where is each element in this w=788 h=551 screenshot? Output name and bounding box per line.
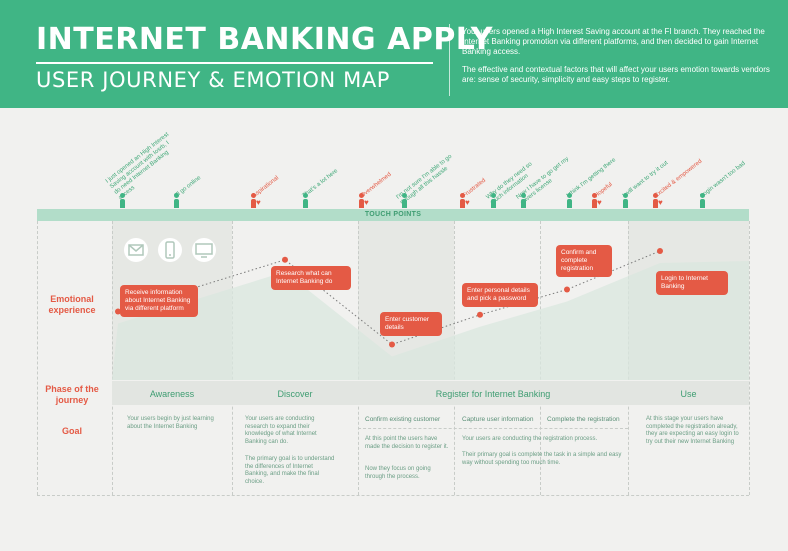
- user-figure: [621, 193, 630, 208]
- emotion-callout: Login to Internet Banking: [656, 271, 728, 295]
- user-figure: [565, 193, 574, 208]
- heart-icon: ♥: [597, 198, 602, 207]
- phase-register: Register for Internet Banking: [435, 389, 551, 399]
- heart-icon: ♥: [256, 198, 261, 207]
- user-figure: [651, 193, 660, 208]
- page-title: INTERNET BANKING APPLY: [36, 22, 493, 57]
- emotion-callout: Enter customer details: [380, 312, 442, 336]
- touch-points-label: TOUCH POINTS: [364, 211, 422, 218]
- emotion-callout: Enter personal details and pick a passwo…: [462, 283, 538, 307]
- heart-icon: ♥: [364, 198, 369, 207]
- user-figure: [301, 193, 310, 208]
- user-figure: [249, 193, 258, 208]
- envelope-icon: [124, 238, 148, 262]
- subphase-capture: Capture user information: [462, 416, 534, 423]
- goal-awareness: Your users begin by just learning about …: [127, 416, 214, 430]
- goal-register-a2: Now they focus on going through the proc…: [365, 466, 431, 480]
- emotion-point: [564, 286, 570, 293]
- goal-use: At this stage your users have completed …: [646, 416, 739, 445]
- emotion-point: [389, 341, 395, 348]
- description-paragraph-2: The effective and contextual factors tha…: [462, 65, 770, 84]
- emotion-point: [657, 248, 663, 254]
- user-figure: [118, 193, 127, 208]
- phase-bar: [112, 381, 749, 405]
- emotion-point: [115, 308, 121, 315]
- subphase-complete: Complete the registration: [547, 416, 620, 423]
- emotion-point: [477, 311, 483, 318]
- phase-of-journey-label: Phase of the journey: [45, 384, 99, 405]
- emotion-callout: Research what can Internet Banking do: [271, 266, 351, 290]
- emotion-area: [112, 261, 749, 380]
- grid-line: [37, 495, 749, 496]
- goal-register-b2: Their primary goal is complete the task …: [462, 452, 622, 466]
- subphase-confirm: Confirm existing customer: [365, 416, 441, 423]
- smartphone-icon: [158, 238, 182, 262]
- header-banner: INTERNET BANKING APPLY USER JOURNEY & EM…: [0, 0, 788, 108]
- user-figure: [519, 193, 528, 208]
- goal-discover-1: Your users are conducting research to ex…: [245, 416, 317, 445]
- user-figure: [400, 193, 409, 208]
- goal-register-b1: Your users are conducting the registrati…: [462, 436, 598, 442]
- phase-use: Use: [680, 389, 697, 399]
- grid-line: [358, 428, 628, 429]
- goal-discover-2: The primary goal is to understand the di…: [245, 456, 335, 485]
- header-description: Your users opened a High Interest Saving…: [462, 27, 780, 85]
- phase-awareness: Awareness: [149, 389, 195, 399]
- user-figure: [590, 193, 599, 208]
- user-figure: [172, 193, 181, 208]
- emotion-callout: Confirm and complete registration: [556, 245, 612, 277]
- monitor-icon: [192, 238, 216, 262]
- goal-label: Goal: [61, 426, 82, 436]
- touch-points-bar: [37, 209, 749, 221]
- user-figure: [698, 193, 707, 208]
- user-figure: [489, 193, 498, 208]
- goal-register-a1: At this point the users have made the de…: [365, 436, 449, 450]
- phase-discover: Discover: [277, 389, 313, 399]
- grid-line: [749, 221, 750, 495]
- emotion-point: [282, 256, 288, 263]
- page-subtitle: USER JOURNEY & EMOTION MAP: [36, 68, 391, 92]
- user-figure: [458, 193, 467, 208]
- grid-line: [37, 221, 38, 495]
- header-divider: [449, 24, 450, 96]
- heart-icon: ♥: [658, 198, 663, 207]
- emotion-callout: Receive information about Internet Banki…: [120, 285, 198, 317]
- grid-line: [112, 221, 113, 495]
- description-paragraph-1: Your users opened a High Interest Saving…: [462, 27, 765, 56]
- user-figure: [357, 193, 366, 208]
- heart-icon: ♥: [465, 198, 470, 207]
- emotional-experience-label: Emotional experience: [48, 294, 96, 315]
- title-rule: [36, 62, 433, 64]
